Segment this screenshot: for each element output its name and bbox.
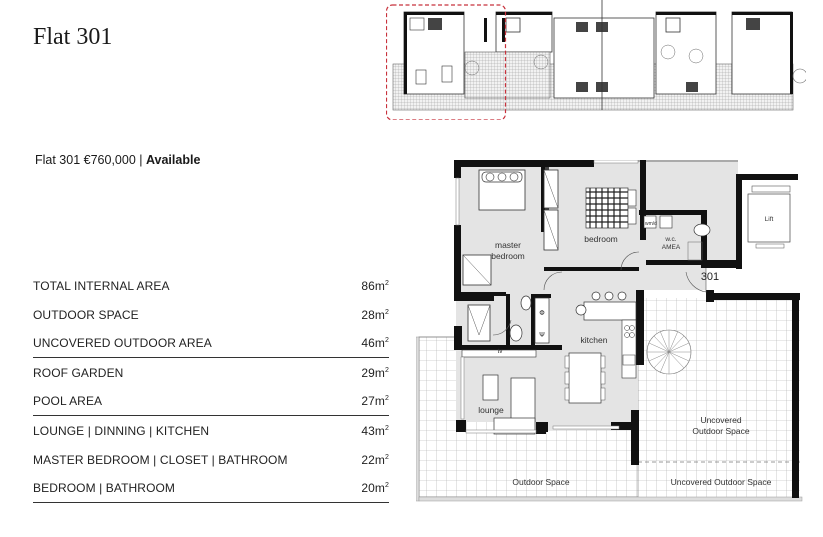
area-label-uncovered-outdoor: Uncovered Outdoor Space (692, 415, 750, 436)
listing-summary: Flat 301 €760,000 | Available (35, 153, 200, 167)
room-label-master-bedroom: master bedroom (491, 240, 525, 261)
area-row-total-internal: TOTAL INTERNAL AREA 86m2 (33, 271, 389, 300)
room-label-tv: tv (497, 348, 503, 355)
area-row-uncovered-outdoor: UNCOVERED OUTDOOR AREA 46m2 (33, 329, 389, 358)
area-row-pool-area: POOL AREA 27m2 (33, 387, 389, 416)
page-title: Flat 301 (33, 24, 113, 50)
availability-status: Available (145, 153, 201, 167)
area-value: 27m2 (361, 394, 389, 408)
area-row-bedroom: BEDROOM | BATHROOM 20m2 (33, 474, 389, 503)
area-label: POOL AREA (33, 394, 103, 408)
area-row-master-bedroom: MASTER BEDROOM | CLOSET | BATHROOM 22m2 (33, 445, 389, 474)
area-value: 86m2 (361, 278, 389, 293)
floor-plan: Φ Ψ (416, 160, 823, 505)
label-lift: Lift (764, 216, 774, 223)
area-label: MASTER BEDROOM | CLOSET | BATHROOM (33, 452, 288, 467)
room-label-wc: w.c. AMEA (661, 236, 681, 251)
area-label: OUTDOOR SPACE (33, 307, 139, 322)
area-label: BEDROOM | BATHROOM (33, 481, 176, 495)
area-table: TOTAL INTERNAL AREA 86m2 OUTDOOR SPACE 2… (33, 271, 389, 503)
label-washing-machine: wm/d (645, 221, 657, 227)
flat-highlight-outline (386, 4, 507, 120)
flat-number-label: 301 (700, 271, 720, 283)
area-row-lounge-kitchen: LOUNGE | DINNING | KITCHEN 43m2 (33, 416, 389, 445)
area-value: 28m2 (361, 307, 389, 322)
area-value: 46m2 (361, 336, 389, 350)
area-row-roof-garden: ROOF GARDEN 29m2 (33, 358, 389, 387)
room-label-kitchen: kitchen (580, 335, 608, 345)
area-row-outdoor-space: OUTDOOR SPACE 28m2 (33, 300, 389, 329)
area-value: 20m2 (361, 481, 389, 495)
area-label: TOTAL INTERNAL AREA (33, 278, 170, 293)
key-plan-drawing (386, 0, 806, 120)
floor-plan-drawing: Φ Ψ (416, 160, 803, 502)
listing-price: Flat 301 €760,000 | (35, 153, 146, 167)
room-label-lounge: lounge (478, 405, 504, 415)
svg-text:Ψ: Ψ (539, 331, 545, 339)
area-label: UNCOVERED OUTDOOR AREA (33, 336, 212, 350)
area-label: ROOF GARDEN (33, 365, 124, 380)
area-label: LOUNGE | DINNING | KITCHEN (33, 423, 210, 438)
area-label-outdoor-space: Outdoor Space (512, 477, 570, 487)
area-value: 22m2 (361, 452, 389, 467)
area-value: 29m2 (361, 365, 389, 380)
room-label-bedroom: bedroom (584, 234, 618, 244)
building-key-plan (386, 0, 806, 120)
area-label-uncovered-outdoor-bottom: Uncovered Outdoor Space (670, 477, 772, 487)
area-value: 43m2 (361, 423, 389, 438)
svg-text:Φ: Φ (539, 309, 545, 317)
